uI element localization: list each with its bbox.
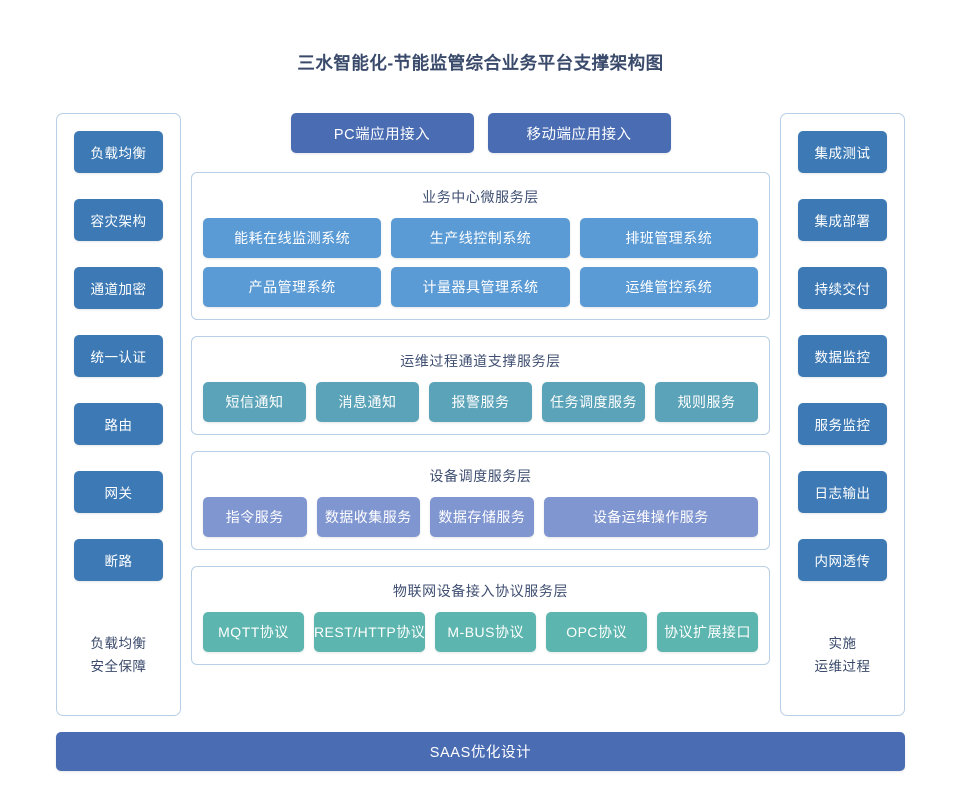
node-command-service[interactable]: 指令服务 bbox=[203, 497, 307, 537]
node-production-line-control-system[interactable]: 生产线控制系统 bbox=[391, 218, 570, 258]
node-metering-device-management-system[interactable]: 计量器具管理系统 bbox=[391, 267, 570, 307]
node-alarm-service[interactable]: 报警服务 bbox=[429, 382, 532, 422]
layer-business-center: 业务中心微服务层 能耗在线监测系统 生产线控制系统 排班管理系统 产品管理系统 … bbox=[191, 172, 770, 320]
saas-optimization-bar[interactable]: SAAS优化设计 bbox=[56, 732, 905, 771]
layer-title-iot-protocol: 物联网设备接入协议服务层 bbox=[392, 583, 569, 599]
node-sms-notification[interactable]: 短信通知 bbox=[203, 382, 306, 422]
mobile-access-button[interactable]: 移动端应用接入 bbox=[487, 113, 671, 153]
left-panel-footer-line1: 负载均衡 bbox=[90, 635, 147, 651]
node-opc-protocol[interactable]: OPC协议 bbox=[546, 612, 648, 652]
sidebar-item-integration-deploy[interactable]: 集成部署 bbox=[798, 199, 887, 241]
sidebar-item-load-balance[interactable]: 负载均衡 bbox=[74, 131, 163, 173]
layer-row: 短信通知 消息通知 报警服务 任务调度服务 规则服务 bbox=[203, 382, 758, 422]
left-panel-footer-line2: 安全保障 bbox=[90, 659, 147, 675]
node-device-ops-operation-service[interactable]: 设备运维操作服务 bbox=[543, 497, 758, 537]
node-energy-monitoring-system[interactable]: 能耗在线监测系统 bbox=[203, 218, 382, 258]
sidebar-item-unified-auth[interactable]: 统一认证 bbox=[74, 335, 163, 377]
left-panel-footer: 负载均衡 安全保障 bbox=[91, 632, 147, 701]
node-ops-control-system[interactable]: 运维管控系统 bbox=[579, 267, 758, 307]
layer-iot-protocol: 物联网设备接入协议服务层 MQTT协议 REST/HTTP协议 M-BUS协议 … bbox=[191, 566, 770, 665]
layer-title-business-center: 业务中心微服务层 bbox=[422, 189, 539, 205]
sidebar-item-disaster-recovery[interactable]: 容灾架构 bbox=[74, 199, 163, 241]
node-data-collection-service[interactable]: 数据收集服务 bbox=[316, 497, 421, 537]
node-mbus-protocol[interactable]: M-BUS协议 bbox=[435, 612, 537, 652]
layer-row: MQTT协议 REST/HTTP协议 M-BUS协议 OPC协议 协议扩展接口 bbox=[203, 612, 759, 652]
sidebar-item-log-output[interactable]: 日志输出 bbox=[798, 471, 887, 513]
architecture-diagram: 负载均衡 容灾架构 通道加密 统一认证 路由 网关 断路 负载均衡 安全保障 P… bbox=[56, 113, 905, 771]
sidebar-item-continuous-delivery[interactable]: 持续交付 bbox=[798, 267, 887, 309]
layer-row: 产品管理系统 计量器具管理系统 运维管控系统 bbox=[203, 267, 758, 307]
node-data-storage-service[interactable]: 数据存储服务 bbox=[430, 497, 534, 537]
layer-title-device-scheduling: 设备调度服务层 bbox=[429, 468, 532, 484]
diagram-main-row: 负载均衡 容灾架构 通道加密 统一认证 路由 网关 断路 负载均衡 安全保障 P… bbox=[56, 113, 905, 716]
layer-title-ops-channel-support: 运维过程通道支撑服务层 bbox=[400, 353, 561, 369]
sidebar-item-data-monitoring[interactable]: 数据监控 bbox=[798, 335, 887, 377]
application-access-row: PC端应用接入 移动端应用接入 bbox=[191, 113, 770, 153]
node-rule-service[interactable]: 规则服务 bbox=[655, 382, 758, 422]
sidebar-item-channel-encryption[interactable]: 通道加密 bbox=[74, 267, 163, 309]
page-title: 三水智能化-节能监管综合业务平台支撑架构图 bbox=[297, 53, 664, 73]
layer-row: 能耗在线监测系统 生产线控制系统 排班管理系统 bbox=[203, 218, 758, 258]
node-rest-http-protocol[interactable]: REST/HTTP协议 bbox=[313, 612, 426, 652]
sidebar-item-service-monitoring[interactable]: 服务监控 bbox=[798, 403, 887, 445]
pc-access-button[interactable]: PC端应用接入 bbox=[290, 113, 474, 153]
layer-device-scheduling: 设备调度服务层 指令服务 数据收集服务 数据存储服务 设备运维操作服务 bbox=[191, 451, 770, 550]
right-panel-footer-line2: 运维过程 bbox=[814, 659, 871, 675]
node-mqtt-protocol[interactable]: MQTT协议 bbox=[203, 612, 304, 652]
node-shift-management-system[interactable]: 排班管理系统 bbox=[579, 218, 758, 258]
left-side-panel: 负载均衡 容灾架构 通道加密 统一认证 路由 网关 断路 负载均衡 安全保障 bbox=[56, 113, 181, 716]
node-message-notification[interactable]: 消息通知 bbox=[316, 382, 419, 422]
layer-row: 指令服务 数据收集服务 数据存储服务 设备运维操作服务 bbox=[203, 497, 758, 537]
layer-ops-channel-support: 运维过程通道支撑服务层 短信通知 消息通知 报警服务 任务调度服务 规则服务 bbox=[191, 336, 770, 435]
right-panel-footer-line1: 实施 bbox=[828, 635, 857, 651]
node-task-scheduling-service[interactable]: 任务调度服务 bbox=[542, 382, 645, 422]
node-product-management-system[interactable]: 产品管理系统 bbox=[203, 267, 382, 307]
sidebar-item-routing[interactable]: 路由 bbox=[74, 403, 163, 445]
sidebar-item-integration-test[interactable]: 集成测试 bbox=[798, 131, 887, 173]
sidebar-item-circuit-breaker[interactable]: 断路 bbox=[74, 539, 163, 581]
node-protocol-extension-interface[interactable]: 协议扩展接口 bbox=[657, 612, 759, 652]
sidebar-item-intranet-passthrough[interactable]: 内网透传 bbox=[798, 539, 887, 581]
right-panel-footer: 实施 运维过程 bbox=[815, 632, 871, 701]
sidebar-item-gateway[interactable]: 网关 bbox=[74, 471, 163, 513]
center-column: PC端应用接入 移动端应用接入 业务中心微服务层 能耗在线监测系统 生产线控制系… bbox=[191, 113, 770, 716]
right-side-panel: 集成测试 集成部署 持续交付 数据监控 服务监控 日志输出 内网透传 实施 运维… bbox=[780, 113, 905, 716]
